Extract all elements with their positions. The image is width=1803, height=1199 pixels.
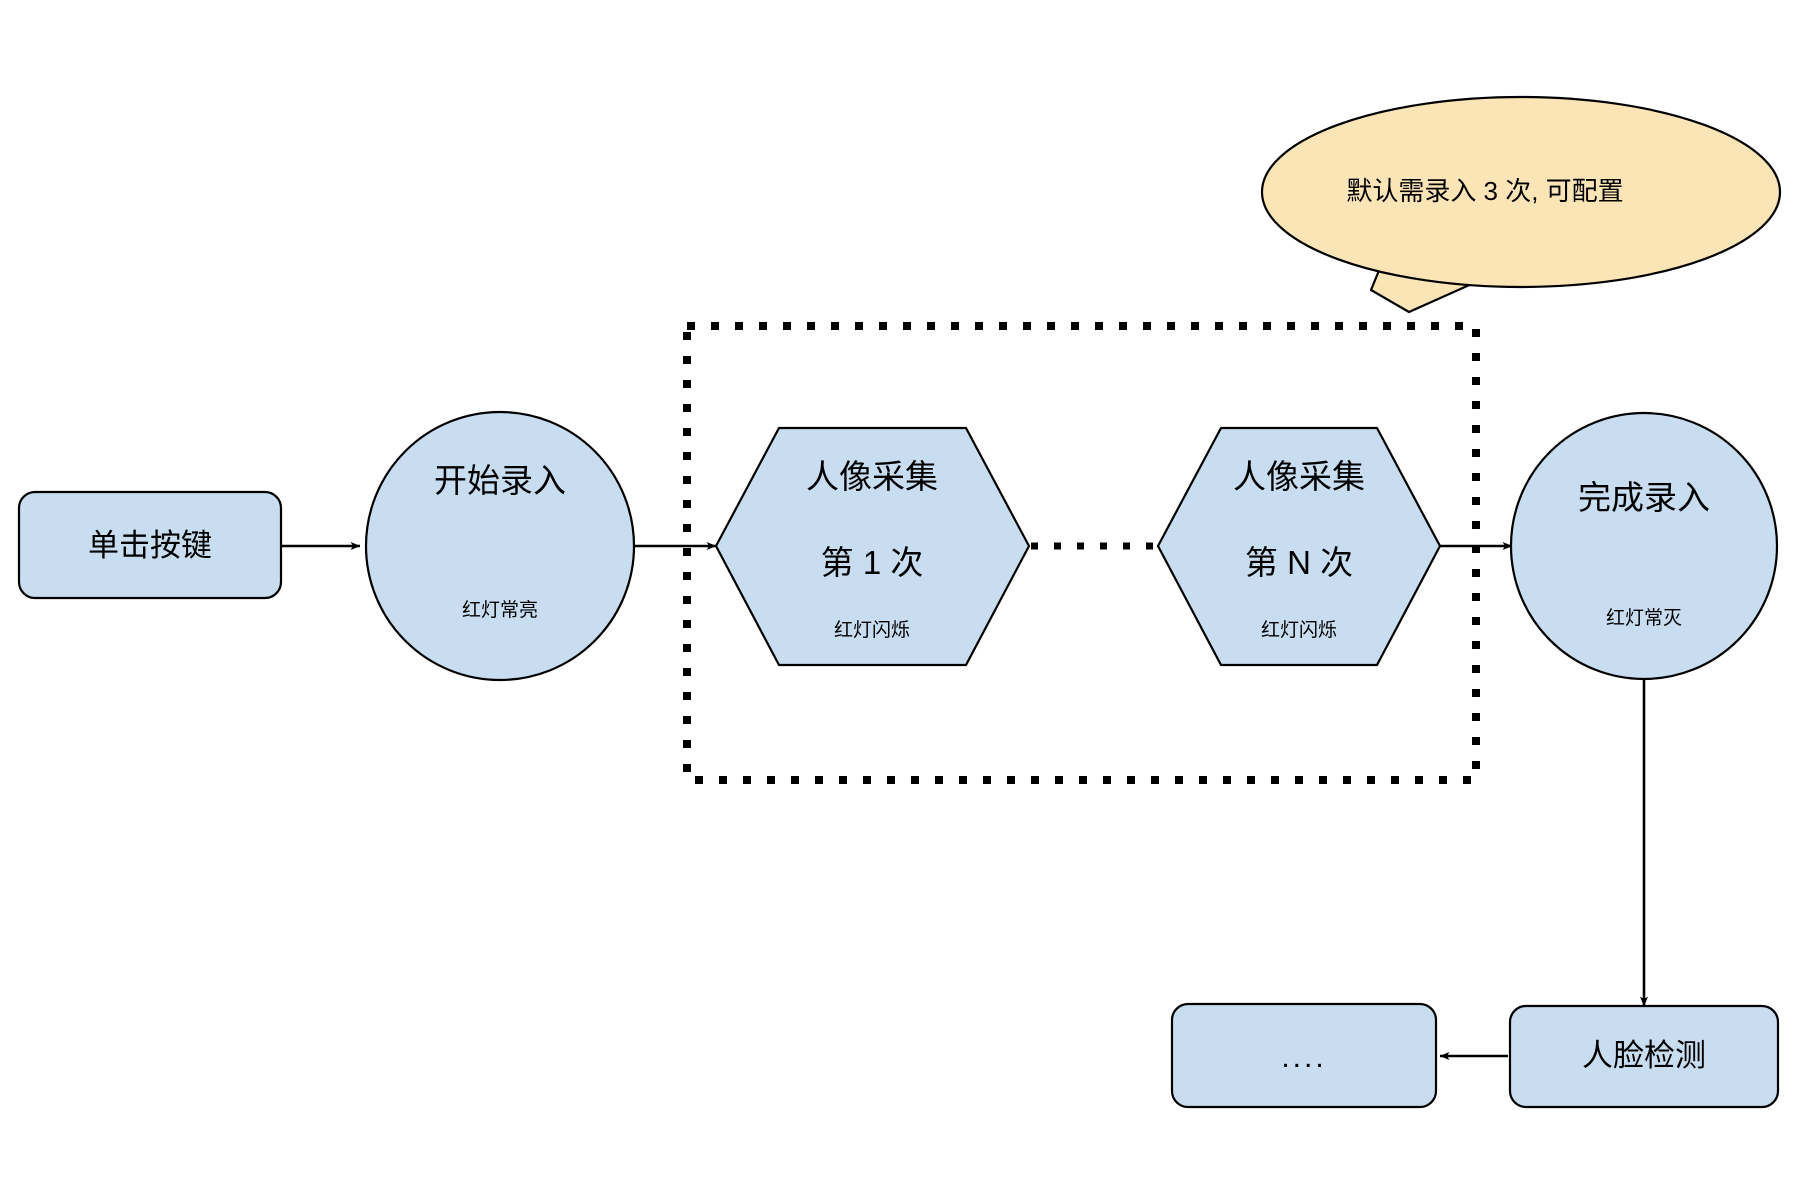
node-press-key[interactable] [17,490,283,600]
node-capture-first[interactable] [714,426,1031,667]
capture-loop-group [683,322,1480,784]
node-start-enroll[interactable] [364,410,636,682]
node-finish-enroll[interactable] [1509,411,1779,681]
node-more-steps[interactable] [1170,1002,1438,1109]
node-face-detect[interactable] [1508,1004,1780,1109]
callout-bubble [1260,95,1782,289]
node-capture-nth[interactable] [1156,426,1442,667]
